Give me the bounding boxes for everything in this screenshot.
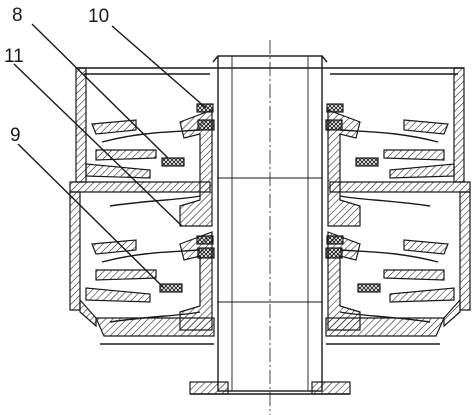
- shaft-sleeve: [212, 55, 328, 392]
- leader-11: [13, 63, 183, 227]
- upper-stage-casing: [69, 67, 471, 227]
- label-10: 10: [88, 6, 109, 27]
- label-9: 9: [10, 125, 21, 146]
- label-11: 11: [4, 46, 24, 67]
- label-8: 8: [12, 5, 23, 26]
- leader-8: [31, 23, 169, 159]
- leader-9: [17, 143, 165, 289]
- lower-stage-casing: [69, 191, 471, 345]
- base-plate: [189, 381, 351, 395]
- leader-10: [111, 25, 207, 109]
